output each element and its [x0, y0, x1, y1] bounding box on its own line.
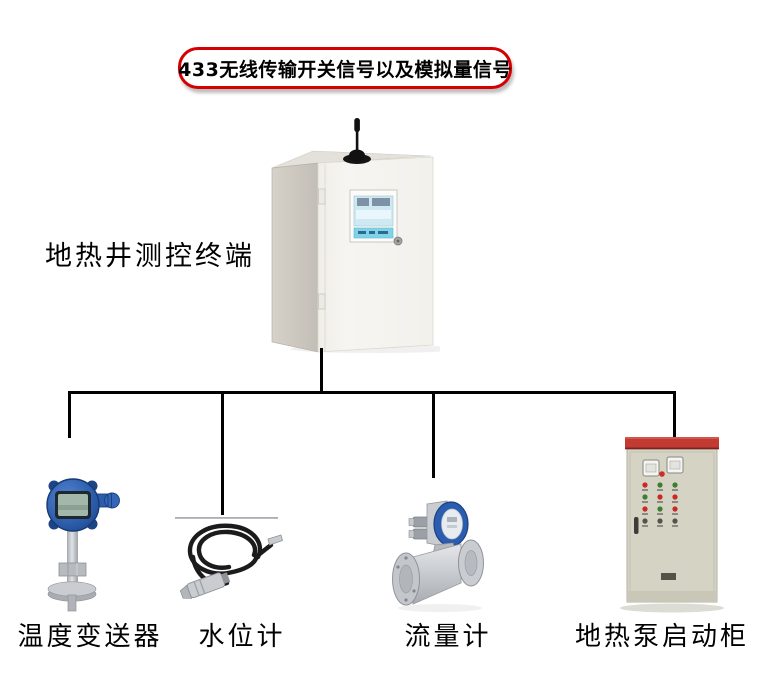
panel-meter-left [642, 459, 660, 477]
transmitter-head [46, 478, 120, 532]
panel-pilot-lamp [659, 471, 665, 477]
connector-branch-water-level [221, 391, 224, 515]
hex-fitting [58, 562, 87, 577]
label-pump-starter-cabinet: 地热泵启动柜 [574, 621, 749, 652]
connector-branch-pump-cabinet [673, 391, 676, 437]
panel-meter-right [666, 456, 684, 474]
flange [47, 581, 97, 597]
hinge-top [318, 188, 326, 205]
cabinet-front-door [317, 156, 434, 353]
flowmeter-shadow [398, 604, 482, 612]
head-display-face [441, 508, 463, 540]
sensor-cable-coil [187, 523, 274, 587]
label-flow-meter: 流量计 [404, 621, 492, 652]
connector-bus-horizontal [68, 391, 676, 394]
sensor-probe [179, 572, 231, 599]
terminal-cabinet-image [271, 118, 440, 353]
water-level-gauge-image [175, 517, 283, 599]
connector-branch-flow-meter [432, 391, 435, 478]
hinge-bottom [318, 293, 326, 310]
pump-starter-cabinet-image [620, 437, 724, 613]
panel-indicator-grid [642, 482, 678, 527]
label-water-level-gauge: 水位计 [198, 621, 286, 652]
photo-edge-line [175, 517, 278, 519]
cable-end-tip [267, 534, 283, 546]
wireless-signal-banner: 433无线传输开关信号以及模拟量信号 [178, 47, 512, 89]
pump-cabinet-kick-panel [627, 591, 717, 602]
connector-terminal-drop [320, 348, 323, 394]
flowmeter-head [408, 500, 469, 548]
wireless-signal-banner-text: 433无线传输开关信号以及模拟量信号 [178, 58, 512, 81]
terminal-label: 地热井测控终端 [45, 241, 255, 272]
nameplate [661, 573, 676, 580]
antenna-icon [343, 118, 371, 164]
probe-tip [67, 594, 77, 612]
pipe-body [412, 543, 462, 605]
cabinet-side-face [271, 162, 319, 353]
connector-branch-temperature [68, 391, 71, 438]
label-temperature-transmitter: 温度变送器 [17, 621, 163, 652]
probe-stem [67, 530, 78, 566]
display-panel [349, 189, 398, 243]
temperature-transmitter-image [46, 478, 120, 612]
pump-cabinet-shadow [620, 603, 724, 613]
door-handle [634, 517, 639, 534]
flow-meter-image [392, 500, 484, 612]
pump-cabinet-red-band [625, 437, 719, 449]
